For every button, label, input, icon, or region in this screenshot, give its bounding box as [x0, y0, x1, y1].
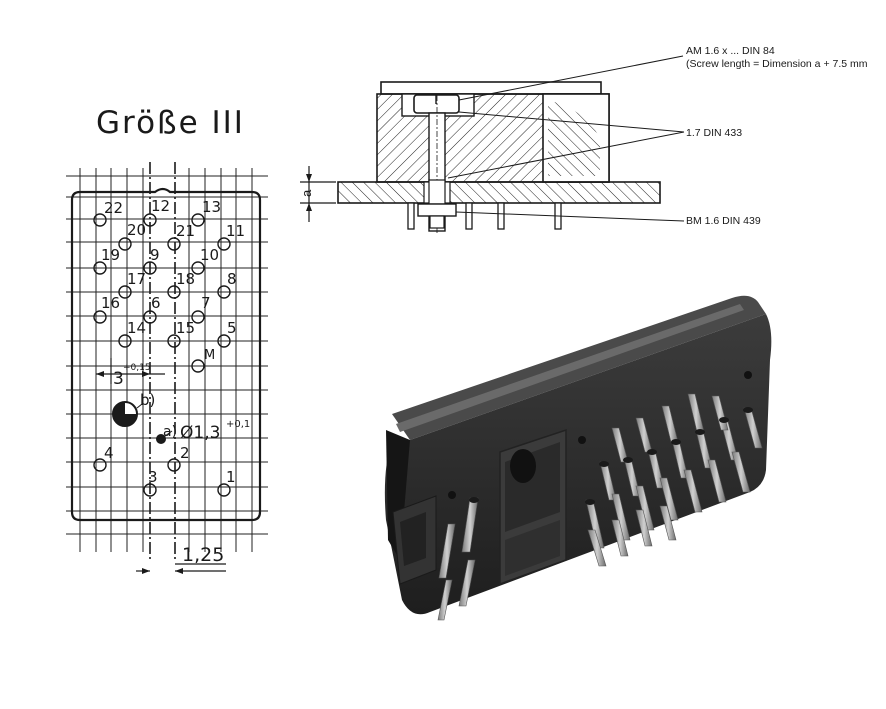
- section-drawing: a AM 1.6 x ... DIN 84 (Screw length = Di…: [299, 45, 868, 235]
- pin-label: 15: [176, 319, 195, 337]
- pitch-tolerance: +0,15: [123, 363, 151, 373]
- pin-label: 2: [180, 444, 190, 462]
- marker-b: b): [140, 391, 155, 409]
- nut-callout: BM 1.6 DIN 439: [686, 215, 761, 227]
- nut: [417, 203, 457, 217]
- gap-dimension: [300, 166, 336, 222]
- pin-label: 5: [227, 319, 237, 337]
- pin-label: 16: [101, 294, 120, 312]
- pin-label: 6: [151, 294, 161, 312]
- offset-value: 1,25: [182, 544, 224, 566]
- circuit-board: [337, 181, 661, 204]
- pin-label: 8: [227, 270, 237, 288]
- pin-holes: [93, 213, 231, 497]
- pin-label: 13: [202, 198, 221, 216]
- pitch-dimension: [96, 358, 165, 384]
- gap-label: a: [299, 189, 314, 197]
- pin-layout-drawing: Größe III: [66, 105, 268, 574]
- pin-label: 3: [148, 468, 158, 486]
- pin-label: 11: [226, 222, 245, 240]
- hole-tolerance: +0,1: [226, 419, 250, 430]
- pin-label: 20: [127, 221, 146, 239]
- pin-label: 1: [226, 468, 236, 486]
- offset-dimension: [136, 563, 226, 574]
- washer-callout: 1.7 DIN 433: [686, 127, 742, 139]
- layout-grid: [66, 168, 268, 552]
- connector-body: [384, 314, 772, 615]
- connector-photo: [384, 295, 772, 621]
- pin-label: M: [204, 348, 215, 363]
- pin-label: 19: [101, 246, 120, 264]
- screw-callout: AM 1.6 x ... DIN 84: [686, 45, 775, 57]
- pin-label: 7: [201, 294, 211, 312]
- size-title: Größe III: [96, 105, 245, 141]
- housing-outline: [70, 187, 262, 522]
- pin-label: 12: [151, 197, 170, 215]
- pin-label: 22: [104, 199, 123, 217]
- callout-leaders: [447, 55, 685, 222]
- pin-label: 10: [200, 246, 219, 264]
- pin-label: 18: [176, 270, 195, 288]
- pin-label: 17: [127, 270, 146, 288]
- pin-label: 9: [150, 246, 160, 264]
- pin-label: 14: [127, 319, 146, 337]
- pitch-value: 3: [113, 369, 124, 389]
- coding-pin-b: [112, 401, 138, 427]
- marker-a: a): [163, 424, 177, 440]
- pin-label: 21: [176, 222, 195, 240]
- screw-length-note: (Screw length = Dimension a + 7.5 mm: [686, 58, 868, 70]
- pin-label: 4: [104, 444, 114, 462]
- connector-pins: [437, 393, 763, 621]
- hole-diameter: Ø1,3: [180, 423, 220, 443]
